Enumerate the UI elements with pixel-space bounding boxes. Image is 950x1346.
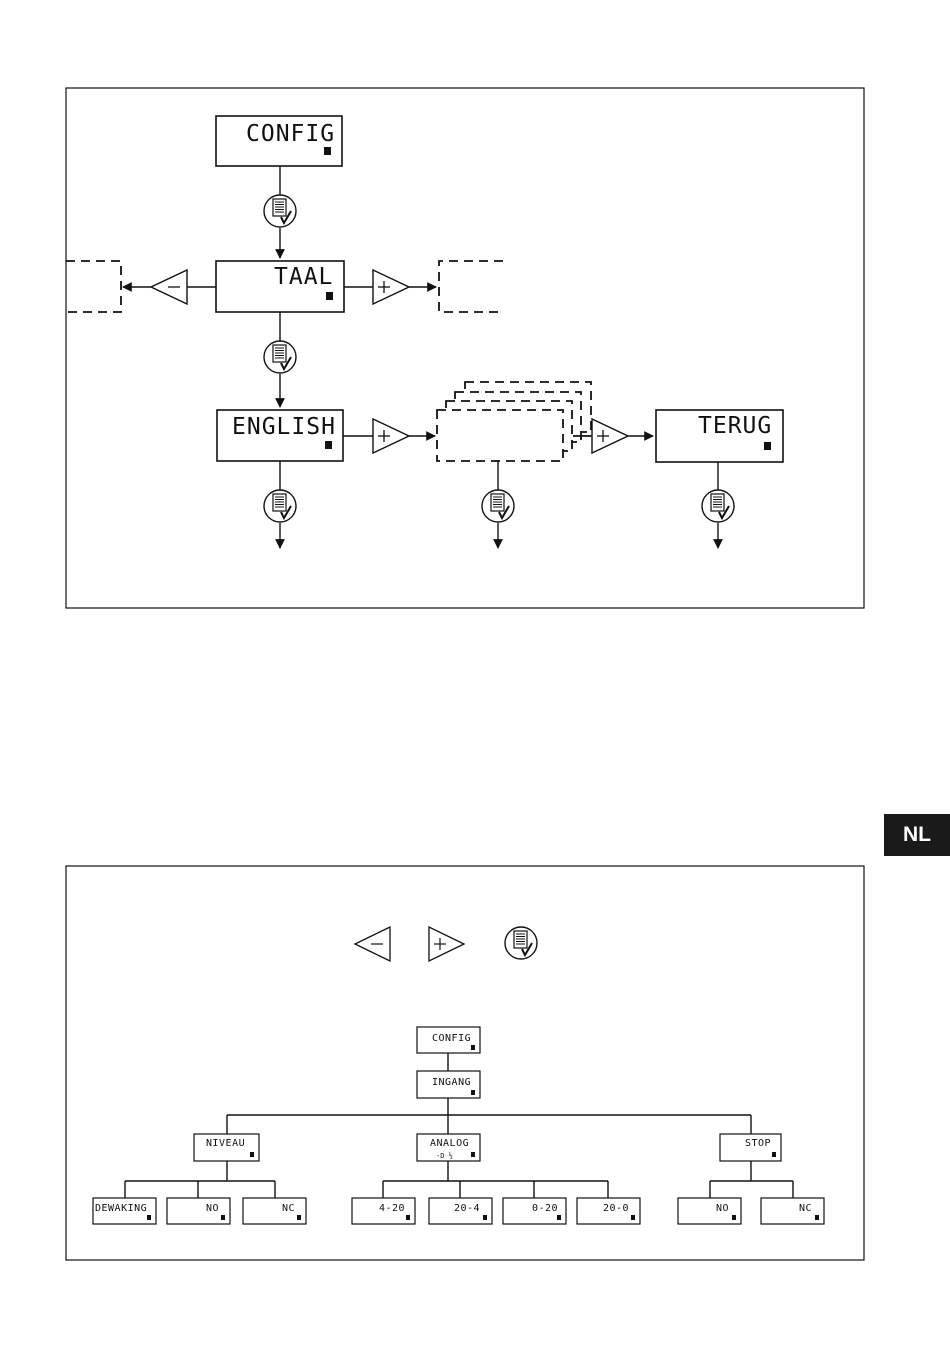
menu-confirm-icon <box>264 341 296 373</box>
terug-display: TERUG <box>656 410 783 462</box>
tree-leaf-stop-nc: NC <box>761 1198 824 1224</box>
tree-config-label: CONFIG <box>432 1033 471 1044</box>
tree-leaf-label: NO <box>716 1203 729 1214</box>
tree-leaf-label: NC <box>282 1203 295 1214</box>
menu-confirm-icon <box>482 490 514 522</box>
menu-confirm-icon <box>702 490 734 522</box>
next-item-placeholder <box>439 261 503 312</box>
taal-display-label: TAAL <box>274 264 333 290</box>
tree-leaf-nc: NC <box>243 1198 306 1224</box>
config-display: CONFIG <box>216 116 342 166</box>
plus-triangle-icon <box>592 419 628 453</box>
menu-confirm-icon <box>505 927 537 959</box>
language-tab: NL <box>884 814 950 856</box>
config-display-label: CONFIG <box>246 121 335 147</box>
svg-text:-D ½: -D ½ <box>436 1152 453 1160</box>
tree-ingang-label: INGANG <box>432 1077 471 1088</box>
tree-niveau-node: NIVEAU <box>194 1134 259 1161</box>
menu-confirm-icon <box>264 490 296 522</box>
tree-leaf-label: DEWAKING <box>95 1203 147 1214</box>
tree-ingang-node: INGANG <box>417 1071 480 1098</box>
plus-triangle-icon <box>429 927 464 961</box>
minus-triangle-icon <box>355 927 390 961</box>
tree-analog-label: ANALOG <box>430 1138 469 1149</box>
minus-triangle-icon <box>151 270 187 304</box>
tree-leaf-dewaking: DEWAKING <box>93 1198 156 1224</box>
tree-leaf-label: 4-20 <box>379 1203 405 1214</box>
tree-config-node: CONFIG <box>417 1027 480 1053</box>
tree-leaf-0-20: 0-20 <box>503 1198 566 1224</box>
tree-leaf-label: NC <box>799 1203 812 1214</box>
tree-leaf-4-20: 4-20 <box>352 1198 415 1224</box>
plus-triangle-icon <box>373 419 409 453</box>
previous-item-placeholder <box>66 261 121 312</box>
english-display: ENGLISH <box>217 410 343 461</box>
tree-stop-label: STOP <box>745 1138 771 1149</box>
other-languages-stack <box>437 382 591 461</box>
menu-confirm-icon <box>264 195 296 227</box>
tree-leaf-label: 20-0 <box>603 1203 629 1214</box>
terug-display-label: TERUG <box>698 413 772 439</box>
tree-leaf-no: NO <box>167 1198 230 1224</box>
plus-triangle-icon <box>373 270 409 304</box>
tree-analog-node: ANALOG -D ½ <box>417 1134 480 1161</box>
tree-stop-node: STOP <box>720 1134 781 1161</box>
taal-display: TAAL <box>216 261 344 312</box>
english-display-label: ENGLISH <box>232 414 336 440</box>
tree-leaf-label: 20-4 <box>454 1203 480 1214</box>
tree-leaf-20-0: 20-0 <box>577 1198 640 1224</box>
tree-leaf-20-4: 20-4 <box>429 1198 492 1224</box>
tree-leaf-stop-no: NO <box>678 1198 741 1224</box>
tree-leaf-label: 0-20 <box>532 1203 558 1214</box>
tree-leaf-label: NO <box>206 1203 219 1214</box>
top-diagram-frame <box>66 88 864 608</box>
tree-niveau-label: NIVEAU <box>206 1138 245 1149</box>
